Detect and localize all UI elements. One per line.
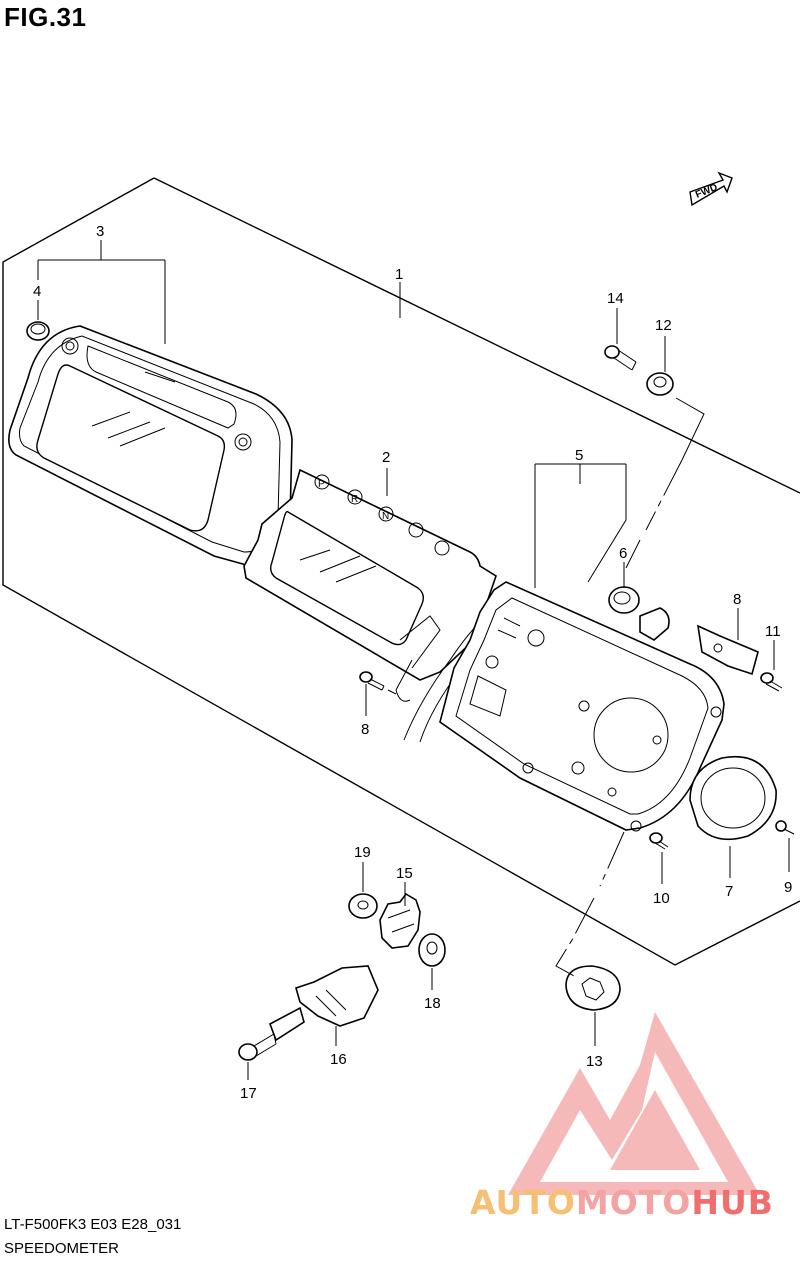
assembly-boundary-left — [2, 177, 800, 966]
watermark-part-2: MOTO — [575, 1183, 692, 1222]
callout-6: 6 — [619, 545, 627, 562]
callout-17: 17 — [240, 1085, 257, 1102]
part-2-indicator-panel: P R N — [243, 468, 497, 702]
callout-9: 9 — [784, 879, 792, 896]
fwd-arrow-icon: FWD — [689, 171, 733, 207]
indicator-n: N — [382, 511, 389, 522]
callout-5: 5 — [575, 447, 583, 464]
callout-19: 19 — [354, 844, 371, 861]
watermark-text: AUTOMOTOHUB — [470, 1183, 774, 1222]
watermark-part-3: HUB — [691, 1183, 774, 1222]
part-17-bolt — [238, 1033, 277, 1061]
part-10-screw — [649, 832, 669, 850]
case-mount-boss — [639, 607, 670, 641]
diagram-caption: SPEEDOMETER — [4, 1240, 120, 1257]
part-13-grommet — [565, 965, 621, 1011]
part-19-washer — [348, 893, 378, 919]
part-16-speed-sensor — [269, 965, 379, 1042]
callout-3: 3 — [96, 223, 104, 240]
callout-8-left: 8 — [361, 721, 369, 738]
part-6-grommet — [608, 586, 640, 614]
part-18-washer — [418, 933, 446, 967]
watermark-part-1: AUTO — [470, 1183, 576, 1222]
callout-4: 4 — [33, 283, 41, 300]
part-11-screw — [760, 672, 783, 692]
callout-15: 15 — [396, 865, 413, 882]
indicator-r: R — [351, 494, 358, 505]
part-14-screw — [604, 345, 637, 371]
part-7-gasket — [689, 756, 777, 841]
leader-lines — [37, 240, 790, 1080]
callout-2: 2 — [382, 449, 390, 466]
callout-18: 18 — [424, 995, 441, 1012]
indicator-p: P — [318, 479, 325, 490]
part-15-gear — [379, 892, 421, 949]
part-12-washer — [646, 372, 674, 396]
diagram-code: LT-F500FK3 E03 E28_031 — [4, 1216, 182, 1233]
part-8-screw-left — [359, 671, 385, 691]
callout-1: 1 — [395, 266, 403, 283]
callout-14: 14 — [607, 290, 624, 307]
figure-title: FIG.31 — [4, 2, 87, 32]
part-4-plug — [26, 321, 50, 341]
callout-11: 11 — [765, 623, 781, 640]
watermark-logo-icon — [508, 1012, 760, 1195]
fwd-label: FWD — [694, 182, 719, 201]
callout-10: 10 — [653, 890, 670, 907]
callout-16: 16 — [330, 1051, 347, 1068]
part-9-screw — [775, 820, 795, 835]
part-5-rear-case — [439, 581, 725, 832]
callout-8-right: 8 — [733, 591, 741, 608]
assembly-boundary — [153, 177, 800, 494]
callout-7: 7 — [725, 883, 733, 900]
part-8-bracket — [696, 624, 759, 676]
part-3-front-cover — [8, 325, 293, 567]
callout-12: 12 — [655, 317, 672, 334]
callout-13: 13 — [586, 1053, 603, 1070]
